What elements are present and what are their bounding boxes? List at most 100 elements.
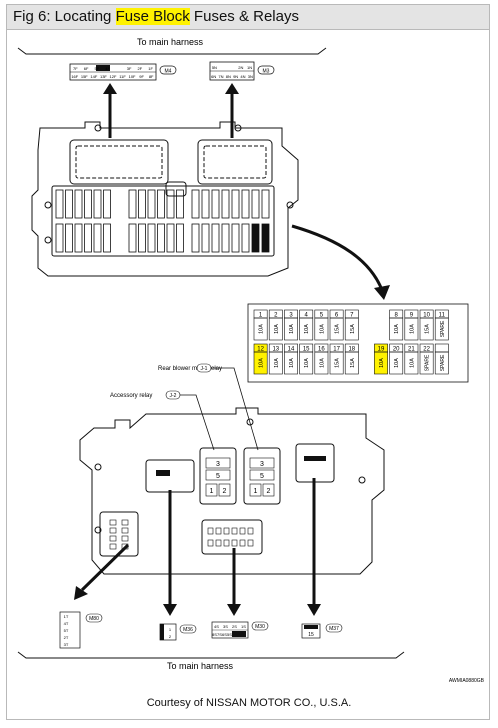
connector-pin: 3F	[127, 66, 132, 71]
fuse-slot	[55, 189, 64, 219]
relay-pin-label: 3	[216, 461, 220, 468]
relay-pin-label: 1	[254, 488, 258, 495]
fuse-number: 13	[272, 347, 279, 353]
relay-pin-box	[205, 457, 231, 469]
accessory-relay-label: Accessory relay	[110, 393, 152, 399]
connector-pin: 7N	[218, 74, 223, 79]
fuse-rating-cell	[253, 351, 268, 375]
connector-pin: 11F	[119, 74, 126, 79]
fuse-slot	[55, 223, 64, 253]
fuse-slot	[221, 189, 230, 219]
fuse-rating: 10A	[304, 324, 310, 334]
connector-pin: 2T	[64, 635, 69, 640]
connector-pin: 13F	[100, 74, 107, 79]
fuse-table: 110A210A310A410A510A615A715A810A910A1015…	[247, 303, 469, 383]
socket-pin	[215, 527, 222, 535]
fuse-rating: 10A	[259, 358, 265, 368]
fuse-highlight	[254, 344, 268, 374]
connector-pin: 9N	[233, 74, 238, 79]
socket-pin	[223, 539, 230, 547]
connector-pin: 3S	[223, 624, 228, 629]
fuse-number: 16	[318, 347, 325, 353]
fuse-rating: 15A	[335, 324, 341, 334]
fuse-slot	[176, 223, 184, 253]
fuse-slot	[241, 223, 250, 253]
socket-pin	[109, 519, 117, 526]
fuse-rating: 10A	[379, 358, 385, 368]
connector-pin: 1F	[148, 66, 153, 71]
fuse-rating-cell	[419, 317, 434, 341]
connector-pin: 1N	[247, 65, 252, 70]
fuse-number: 1	[259, 313, 263, 319]
fuse-highlight	[374, 344, 388, 374]
arrow-to-m80	[80, 543, 130, 592]
fuse-slot	[201, 189, 210, 219]
title-bar: Fig 6: Locating Fuse Block Fuses & Relay…	[7, 5, 489, 30]
arrow-to-fuse-table	[291, 224, 384, 291]
socket-pin	[239, 527, 246, 535]
connector-pin: 7F	[73, 66, 78, 71]
fuse-rating-cell	[329, 317, 344, 341]
connector-pin: 7S	[217, 632, 222, 637]
connector-pin: 6S	[222, 632, 227, 637]
fuse-slot	[176, 189, 184, 219]
connector-pin: 12F	[110, 74, 117, 79]
connector-pin: 2	[169, 634, 172, 639]
fuse-rating-cell	[389, 317, 404, 341]
fuse-slot	[261, 223, 270, 253]
socket-pin	[207, 527, 214, 535]
socket-blade	[304, 456, 326, 461]
fuse-number: 22	[423, 347, 430, 353]
fuse-number: 18	[348, 347, 355, 353]
fuse-rating-cell	[329, 351, 344, 375]
fuse-rating: SPARE	[425, 354, 431, 371]
svg-text:M37: M37	[329, 626, 339, 632]
relay-pin-box	[249, 469, 275, 481]
fuse-rating: 15A	[335, 358, 341, 368]
connector-pin: 2N	[238, 65, 243, 70]
connector-pin: 2F	[138, 66, 143, 71]
relay-pin-box	[262, 483, 275, 497]
connector-pin: 3N	[248, 74, 253, 79]
socket-pin	[109, 535, 117, 542]
fuse-slot	[128, 223, 137, 253]
fuse-slot	[251, 223, 260, 253]
fuse-slot	[191, 189, 200, 219]
connector-pin: 15F	[81, 74, 88, 79]
fuse-rating: 10A	[394, 358, 400, 368]
fuse-number: 17	[333, 347, 340, 353]
socket-pin	[247, 539, 254, 547]
fuse-slot	[74, 223, 83, 253]
fuse-slot	[211, 189, 220, 219]
connector-pin: 8N	[226, 74, 231, 79]
fuse-rating: 10A	[274, 358, 280, 368]
connector-m36: 12 M36	[159, 623, 197, 641]
fuse-rating-cell	[253, 317, 268, 341]
fuse-slot	[138, 189, 146, 219]
socket-pin	[247, 527, 254, 535]
fuse-number: 3	[289, 313, 293, 319]
fuse-number: 2	[274, 313, 278, 319]
connector-pin: 14F	[90, 74, 97, 79]
svg-text:J-1: J-1	[201, 366, 208, 372]
fuse-slot	[166, 223, 175, 253]
upper-fuse-slots	[55, 189, 270, 253]
fuse-rating-cell	[314, 317, 329, 341]
fuse-slot	[65, 223, 73, 253]
courtesy-footer: Courtesy of NISSAN MOTOR CO., U.S.A.	[146, 697, 352, 709]
socket-blade	[156, 470, 170, 476]
fuse-rating-cell	[314, 351, 329, 375]
socket-pin	[121, 527, 129, 534]
svg-text:J-2: J-2	[170, 393, 177, 399]
fuse-rating: 10A	[274, 324, 280, 334]
svg-text:M3: M3	[263, 69, 270, 75]
fuse-rating-cell	[404, 351, 419, 375]
relay-pin-label: 3	[260, 461, 264, 468]
fuse-slot	[74, 189, 83, 219]
relay-pin-box	[205, 469, 231, 481]
fuse-rating-cell	[299, 317, 314, 341]
fuse-slot	[138, 223, 146, 253]
fuse-slot	[157, 189, 165, 219]
fuse-rating: 10A	[409, 324, 415, 334]
